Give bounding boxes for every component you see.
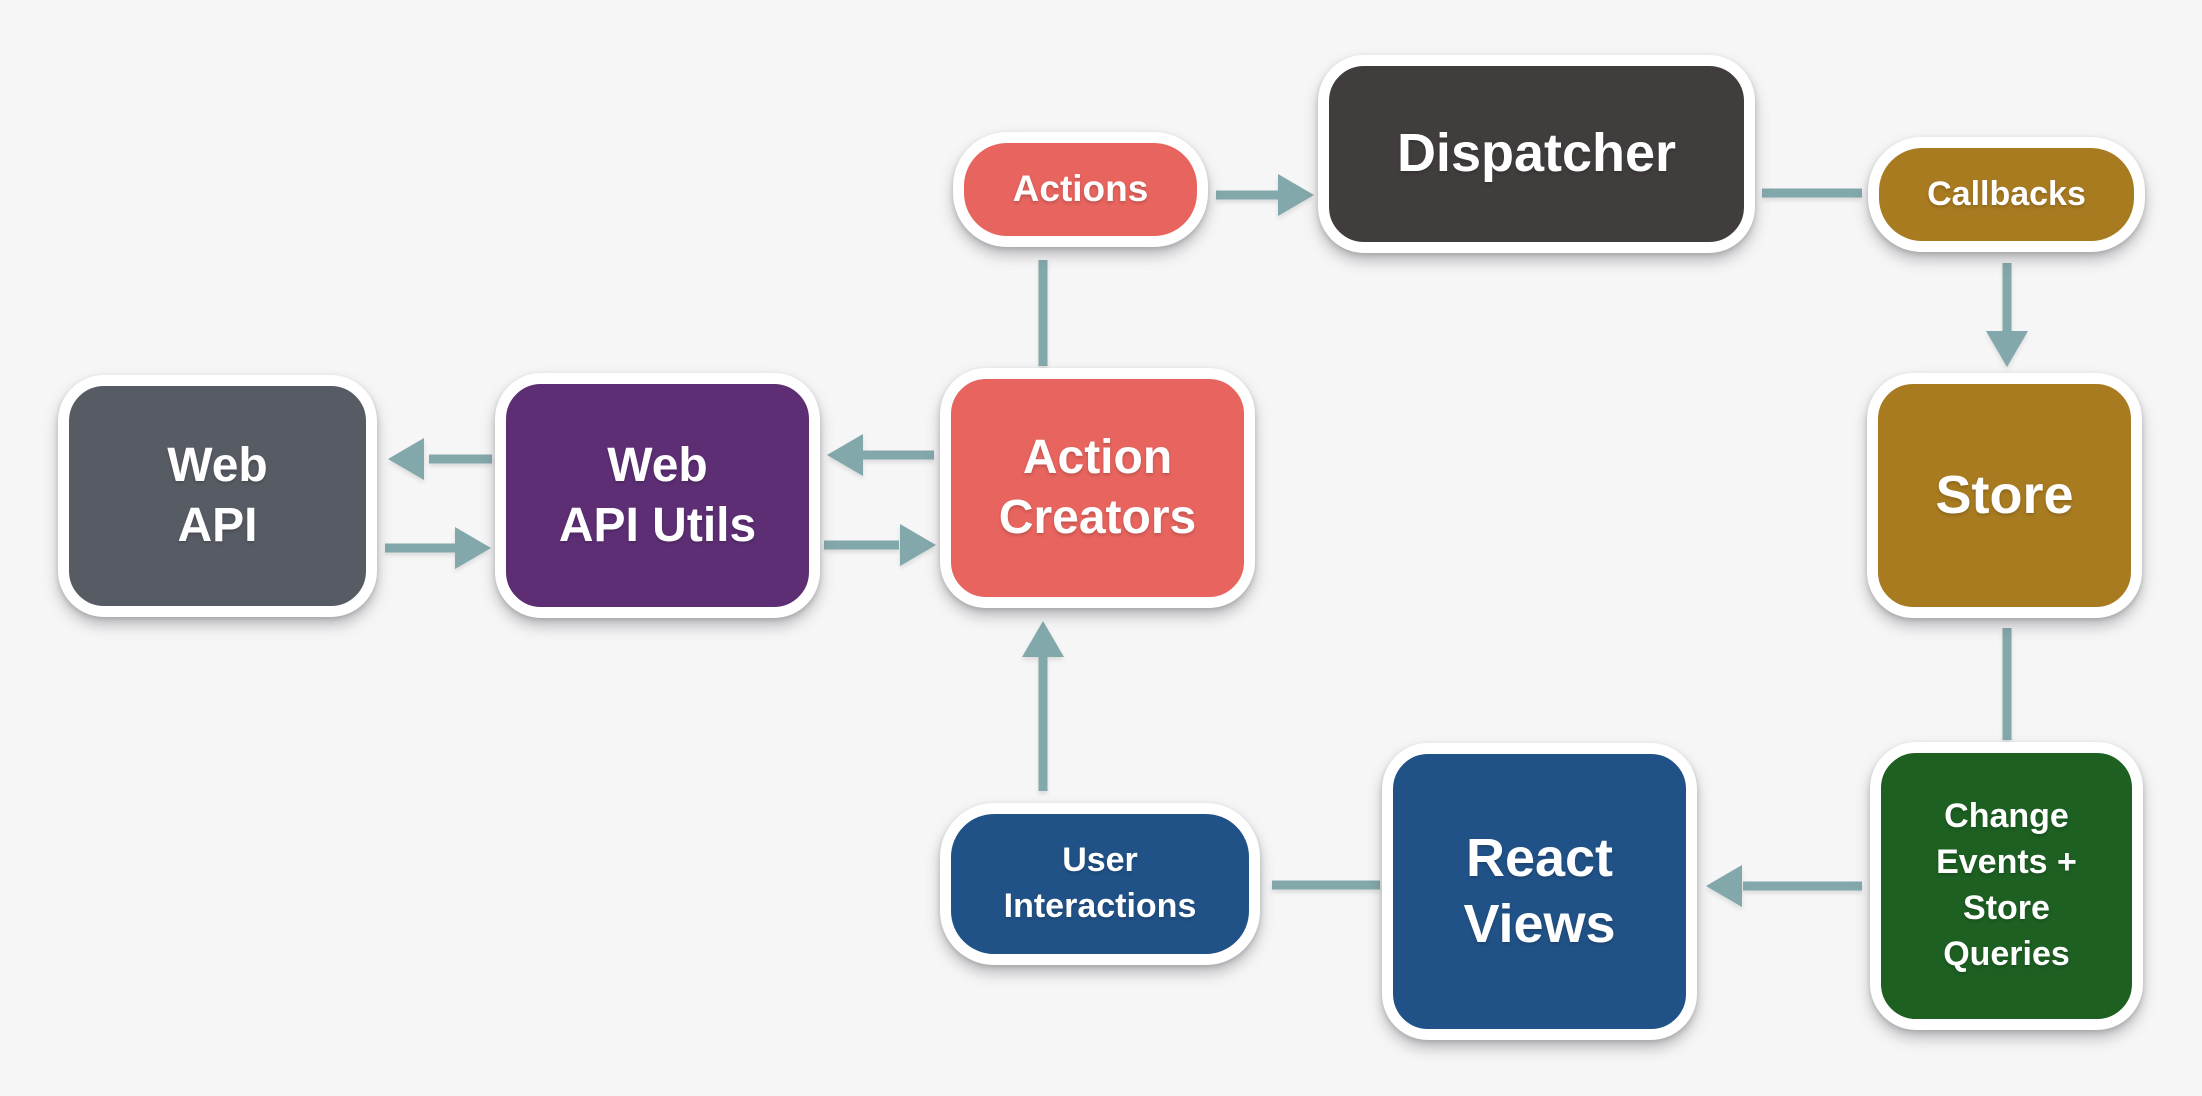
node-actions-label: Actions bbox=[1012, 168, 1149, 210]
node-change-events-store-queries-label: Change Events + Store Queries bbox=[1936, 797, 2077, 973]
edge-change-events-to-react-views bbox=[1706, 865, 1862, 907]
node-web-api-label: Web API bbox=[167, 439, 268, 552]
node-web-api-utils: Web API Utils bbox=[495, 373, 820, 618]
edge-callbacks-to-store bbox=[1986, 263, 2028, 367]
edge-web-api-to-web-api-utils bbox=[385, 527, 491, 569]
node-react-views-label: React Views bbox=[1463, 827, 1616, 954]
edge-action-creators-to-web-api-utils bbox=[827, 434, 934, 476]
node-dispatcher: Dispatcher bbox=[1318, 55, 1755, 253]
node-change-events-store-queries: Change Events + Store Queries bbox=[1870, 742, 2143, 1030]
node-web-api: Web API bbox=[58, 375, 377, 617]
node-dispatcher-label: Dispatcher bbox=[1396, 123, 1677, 184]
node-user-interactions: User Interactions bbox=[940, 803, 1260, 965]
node-store-label: Store bbox=[1935, 464, 2074, 525]
node-actions: Actions bbox=[953, 132, 1208, 247]
edge-actions-to-dispatcher bbox=[1216, 174, 1314, 216]
node-callbacks: Callbacks bbox=[1868, 137, 2145, 252]
node-react-views: React Views bbox=[1382, 743, 1697, 1040]
node-user-interactions-label: User Interactions bbox=[1003, 841, 1197, 925]
edge-web-api-utils-to-web-api bbox=[388, 438, 492, 480]
node-store: Store bbox=[1867, 373, 2142, 618]
node-action-creators: Action Creators bbox=[940, 368, 1255, 608]
edge-web-api-utils-to-action-creators bbox=[824, 524, 936, 566]
edge-user-interactions-to-action-creators bbox=[1022, 621, 1064, 791]
node-callbacks-label: Callbacks bbox=[1927, 174, 2086, 213]
node-action-creators-label: Action Creators bbox=[998, 431, 1197, 544]
node-web-api-utils-label: Web API Utils bbox=[558, 438, 757, 552]
